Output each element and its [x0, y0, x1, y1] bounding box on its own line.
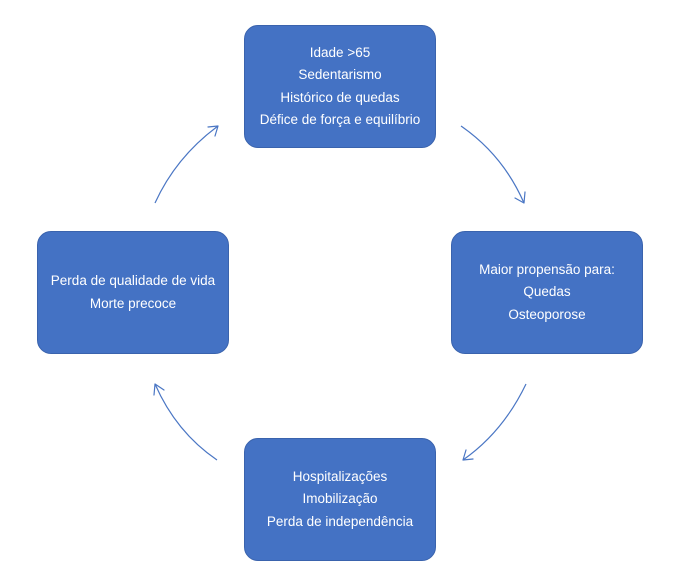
node-text-line: Hospitalizações — [292, 468, 388, 484]
arrow-left-to-top — [154, 125, 219, 204]
node-text-line: Perda de independência — [266, 513, 414, 529]
node-text-line: Imobilização — [302, 491, 378, 507]
node-text-line: Perda de qualidade de vida — [50, 273, 216, 288]
node-text-line: Sedentarismo — [298, 67, 382, 82]
node-text-line: Quedas — [523, 284, 571, 300]
node-text-line: Maior propensão para: — [479, 261, 615, 277]
node-text-line: Morte precoce — [89, 295, 177, 311]
arrow-bottom-to-left — [153, 383, 218, 461]
arrow-right-to-bottom — [462, 383, 527, 461]
cycle-node-outcomes: Perda de qualidade de vida Morte precoce — [37, 231, 229, 354]
node-text-line: Histórico de quedas — [280, 89, 400, 105]
cycle-node-risk-factors: Idade >65 Sedentarismo Histórico de qued… — [244, 25, 436, 148]
node-text-line: Défice de força e equilíbrio — [259, 112, 421, 127]
node-text-line: Idade >65 — [309, 44, 371, 60]
cycle-node-propensity: Maior propensão para: Quedas Osteoporose — [451, 231, 643, 354]
node-text-line: Osteoporose — [508, 306, 586, 322]
cycle-node-consequences: Hospitalizações Imobilização Perda de in… — [244, 438, 436, 561]
arrow-top-to-right — [460, 125, 526, 204]
